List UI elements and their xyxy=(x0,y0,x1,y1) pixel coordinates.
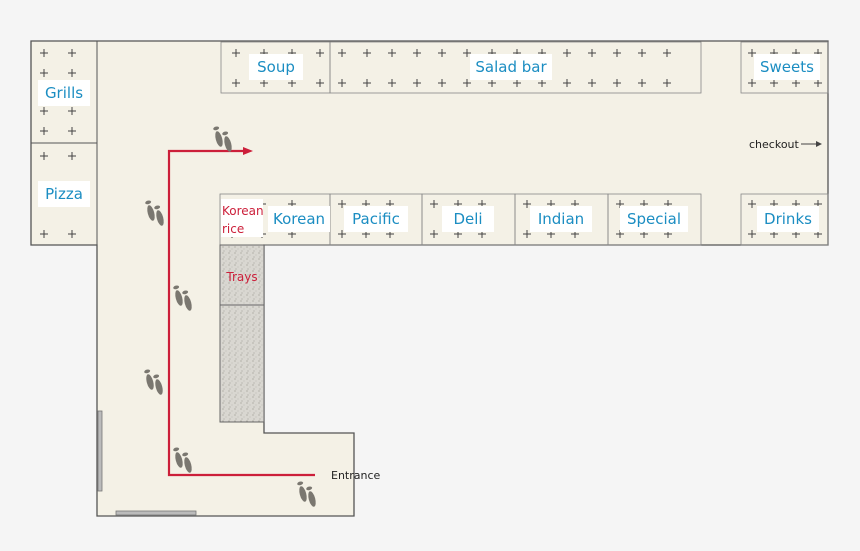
grid-plus-marker xyxy=(748,230,756,238)
grid-plus-marker xyxy=(68,230,76,238)
salad-bar-label: Salad bar xyxy=(475,58,547,76)
grid-plus-marker xyxy=(413,49,421,57)
grid-plus-marker xyxy=(40,49,48,57)
grid-plus-marker xyxy=(40,107,48,115)
grid-plus-marker xyxy=(463,49,471,57)
grid-plus-marker xyxy=(232,79,240,87)
bottom-counters xyxy=(219,193,829,246)
grid-plus-marker xyxy=(363,49,371,57)
pacific-label: Pacific xyxy=(352,210,400,228)
grid-plus-marker xyxy=(770,79,778,87)
grid-plus-marker xyxy=(663,49,671,57)
grid-plus-marker xyxy=(814,79,822,87)
grid-plus-marker xyxy=(638,79,646,87)
entrance-label: Entrance xyxy=(331,469,381,482)
grid-plus-marker xyxy=(430,230,438,238)
grid-plus-marker xyxy=(523,230,531,238)
drinks-label: Drinks xyxy=(764,210,812,228)
trays-label: Trays xyxy=(225,270,257,284)
grid-plus-marker xyxy=(563,49,571,57)
checkout-arrow xyxy=(801,141,822,147)
speckled-counter xyxy=(219,304,265,423)
grid-plus-marker xyxy=(538,79,546,87)
grid-plus-marker xyxy=(388,49,396,57)
grid-plus-marker xyxy=(792,79,800,87)
top-counters xyxy=(220,41,829,94)
grid-plus-marker xyxy=(68,69,76,77)
grid-plus-marker xyxy=(316,79,324,87)
window-left xyxy=(97,410,103,492)
grid-plus-marker xyxy=(260,79,268,87)
korean-rice-label-line2: rice xyxy=(222,222,244,236)
grid-plus-marker xyxy=(513,79,521,87)
grid-plus-marker xyxy=(388,79,396,87)
grills-label: Grills xyxy=(45,84,83,102)
station-labels: Grills Pizza Soup Salad bar Sweets Korea… xyxy=(38,54,820,232)
window-bottom xyxy=(115,510,197,516)
grid-plus-marker xyxy=(68,127,76,135)
grid-plus-marker xyxy=(232,49,240,57)
grid-plus-marker xyxy=(316,49,324,57)
grid-plus-marker xyxy=(748,49,756,57)
soup-label: Soup xyxy=(257,58,295,76)
grid-plus-marker xyxy=(68,152,76,160)
grid-plus-marker xyxy=(523,200,531,208)
floor-area xyxy=(30,40,829,517)
grid-plus-marker xyxy=(338,200,346,208)
grid-plus-marker xyxy=(413,79,421,87)
grid-plus-marker xyxy=(68,107,76,115)
checkout-label: checkout xyxy=(749,138,800,151)
pizza-label: Pizza xyxy=(45,185,83,203)
grid-plus-marker xyxy=(40,230,48,238)
deli-label: Deli xyxy=(453,210,482,228)
korean-rice-bg xyxy=(221,199,263,237)
special-label: Special xyxy=(627,210,681,228)
grid-plus-marker xyxy=(663,79,671,87)
grid-plus-marker xyxy=(488,79,496,87)
grid-plus-marker xyxy=(638,49,646,57)
grid-plus-marker xyxy=(748,200,756,208)
grid-plus-marker xyxy=(563,79,571,87)
grid-plus-marker xyxy=(613,49,621,57)
grid-plus-marker xyxy=(338,230,346,238)
grid-plus-marker xyxy=(338,79,346,87)
indian-label: Indian xyxy=(538,210,584,228)
grid-plus-marker xyxy=(288,79,296,87)
korean-label: Korean xyxy=(273,210,325,228)
grid-plus-marker xyxy=(40,127,48,135)
grid-plus-marker xyxy=(363,79,371,87)
grid-plus-marker xyxy=(588,49,596,57)
walking-path xyxy=(167,147,315,477)
grid-plus-marker xyxy=(613,79,621,87)
grid-plus-marker xyxy=(588,79,596,87)
grid-plus-marker xyxy=(430,200,438,208)
korean-rice-label-line1: Korean xyxy=(222,204,264,218)
grid-plus-marker xyxy=(40,152,48,160)
grid-plus-marker xyxy=(338,49,346,57)
trays-counter xyxy=(219,244,265,306)
grid-plus-marker xyxy=(438,49,446,57)
grid-plus-marker xyxy=(68,49,76,57)
grid-plus-marker xyxy=(438,79,446,87)
grid-plus-marker xyxy=(748,79,756,87)
grid-plus-marker xyxy=(40,69,48,77)
sweets-label: Sweets xyxy=(760,58,814,76)
grid-plus-marker xyxy=(463,79,471,87)
